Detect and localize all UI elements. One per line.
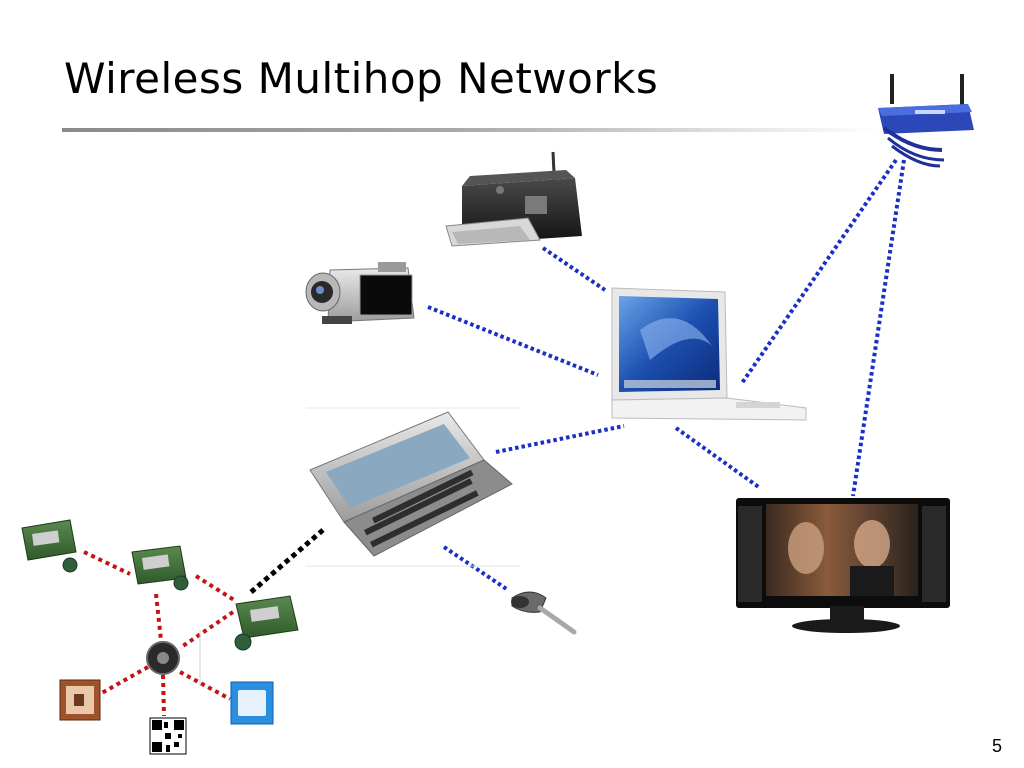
bluetooth-headset-icon (511, 591, 577, 635)
handheld-communicator-icon (306, 407, 520, 567)
link-hub-bluetag (179, 670, 231, 701)
link-hub-qr (161, 674, 166, 717)
link-sensor2-hub (154, 593, 163, 641)
link-laptop-printer (541, 246, 607, 292)
rfid-tag-icon (59, 679, 101, 721)
slide-title: Wireless Multihop Networks (64, 54, 659, 103)
link-hub-rfid (99, 665, 149, 696)
link-router-tv (851, 159, 906, 497)
nfc-tag-icon (230, 681, 274, 725)
flat-screen-tv-icon (736, 498, 950, 633)
laptop-icon (611, 287, 807, 421)
link-communicator-headset (442, 545, 510, 592)
title-underline (62, 128, 712, 132)
qr-code-icon (149, 717, 187, 755)
link-sensor2-sensor3 (194, 574, 236, 602)
wireless-router-icon (878, 74, 974, 168)
link-laptop-camcorder (427, 305, 599, 377)
link-sensor3-hub (178, 610, 235, 650)
link-laptop-tv (674, 426, 762, 490)
camcorder-icon (305, 262, 415, 324)
title-underline-fade (700, 128, 880, 132)
page-number: 5 (991, 736, 1002, 756)
sensor-mote-3 (234, 595, 299, 651)
link-laptop-communicator (495, 424, 625, 454)
sensor-hub-icon (146, 630, 201, 686)
link-sensor1-sensor2 (83, 550, 131, 576)
printer-icon (445, 151, 582, 247)
link-communicator-sensor (248, 528, 325, 595)
network-links (83, 158, 906, 717)
sensor-mote-2 (131, 545, 189, 591)
sensor-mote-1 (21, 519, 78, 573)
link-router-laptop (740, 158, 898, 385)
